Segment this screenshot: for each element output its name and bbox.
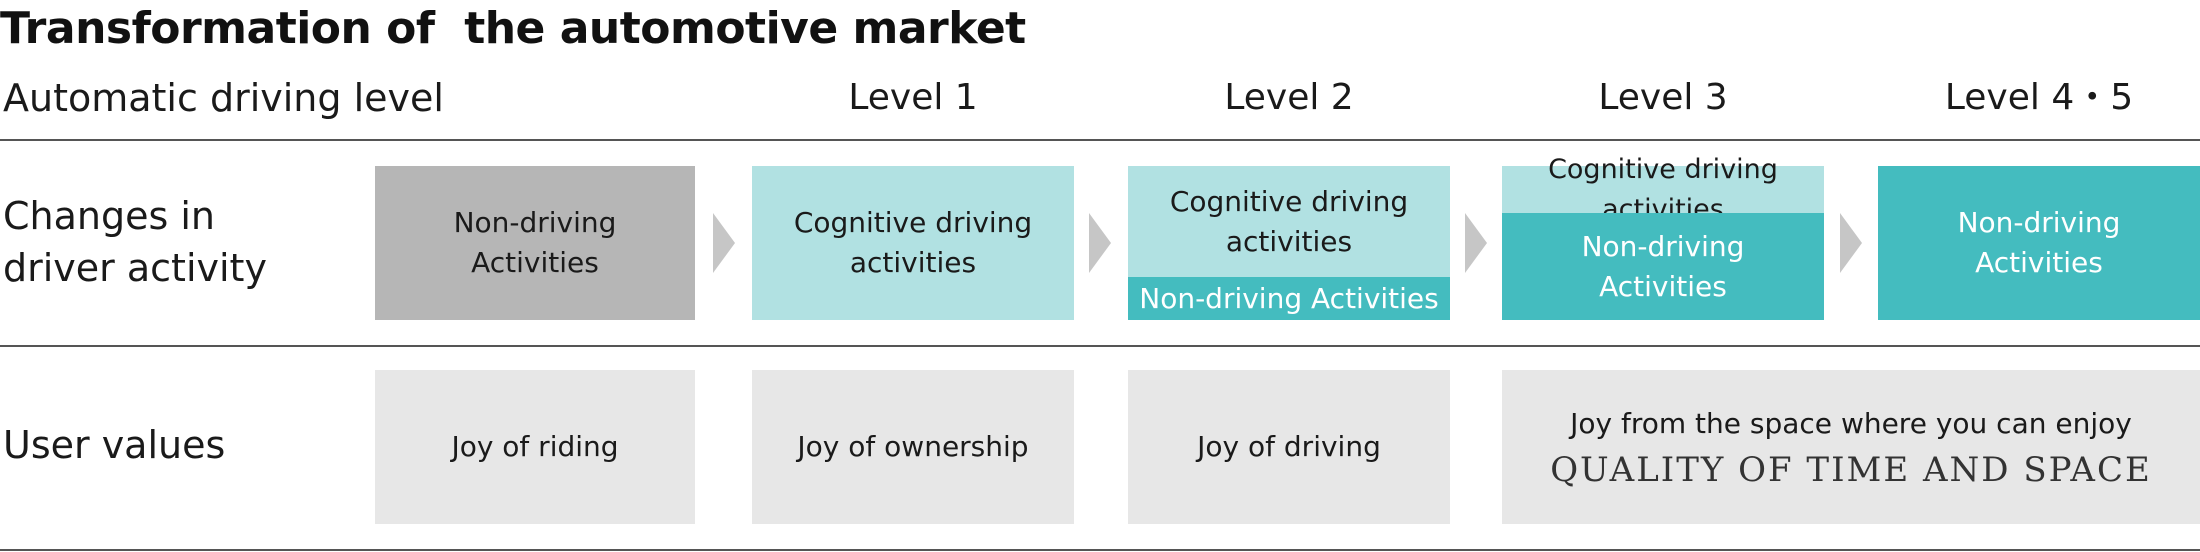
activity-box-non-driving: Non-driving Activities xyxy=(375,166,695,320)
chevron-right-icon xyxy=(1089,213,1111,273)
level-label-1: Level 1 xyxy=(848,77,978,118)
box-text-line: Cognitive driving xyxy=(793,206,1033,239)
activity-box-cognitive-driving-top: Cognitive driving activities xyxy=(1128,166,1450,277)
value-box-joy-of-driving: Joy of driving xyxy=(1128,370,1450,524)
value-text-line: Joy from the space where you can enjoy xyxy=(1570,407,2132,440)
value-box-joy-from-space: Joy from the space where you can enjoy Q… xyxy=(1502,370,2200,524)
box-text-line: Cognitive driving xyxy=(1169,184,1409,218)
box-text-line: Activities xyxy=(471,246,599,279)
divider-line xyxy=(0,549,2200,551)
divider-line xyxy=(0,345,2200,347)
activity-box-non-driving-bottom: Non-driving Activities xyxy=(1502,213,1824,320)
box-text-line: Non-driving xyxy=(1957,206,2121,239)
value-box-joy-of-riding: Joy of riding xyxy=(375,370,695,524)
level-label-3: Level 3 xyxy=(1598,77,1728,118)
row-label-line: Changes in xyxy=(3,194,216,238)
page-title: Transformation of the automotive market xyxy=(0,3,1026,54)
level-label-2: Level 2 xyxy=(1224,77,1354,118)
box-text-line: Activities xyxy=(1599,269,1727,303)
activity-box-cognitive-driving-top: Cognitive driving activities xyxy=(1502,154,1824,225)
value-box-joy-of-ownership: Joy of ownership xyxy=(752,370,1074,524)
activity-box-cognitive-driving: Cognitive driving activities xyxy=(752,166,1074,320)
row-label-automatic-driving-level: Automatic driving level xyxy=(3,76,444,120)
row-label-line: driver activity xyxy=(3,246,267,290)
box-text-line: Non-driving xyxy=(1581,229,1745,263)
divider-line xyxy=(0,139,2200,141)
value-text-highlight: QUALITY OF TIME AND SPACE xyxy=(1550,450,2152,490)
chevron-right-icon xyxy=(1840,213,1862,273)
box-text-line: activities xyxy=(1225,224,1353,258)
box-text-line: Activities xyxy=(1975,246,2103,279)
box-text-line: Non-driving xyxy=(453,206,617,239)
activity-box-non-driving-bottom: Non-driving Activities xyxy=(1128,277,1450,320)
chevron-right-icon xyxy=(1465,213,1487,273)
activity-box-non-driving: Non-driving Activities xyxy=(1878,166,2200,320)
level-label-4-5: Level 4・5 xyxy=(1944,77,2134,118)
box-text-line: activities xyxy=(849,246,977,279)
row-label-user-values: User values xyxy=(3,423,226,467)
chevron-right-icon xyxy=(713,213,735,273)
row-label-changes-in-driver-activity: Changes in driver activity xyxy=(3,190,267,294)
